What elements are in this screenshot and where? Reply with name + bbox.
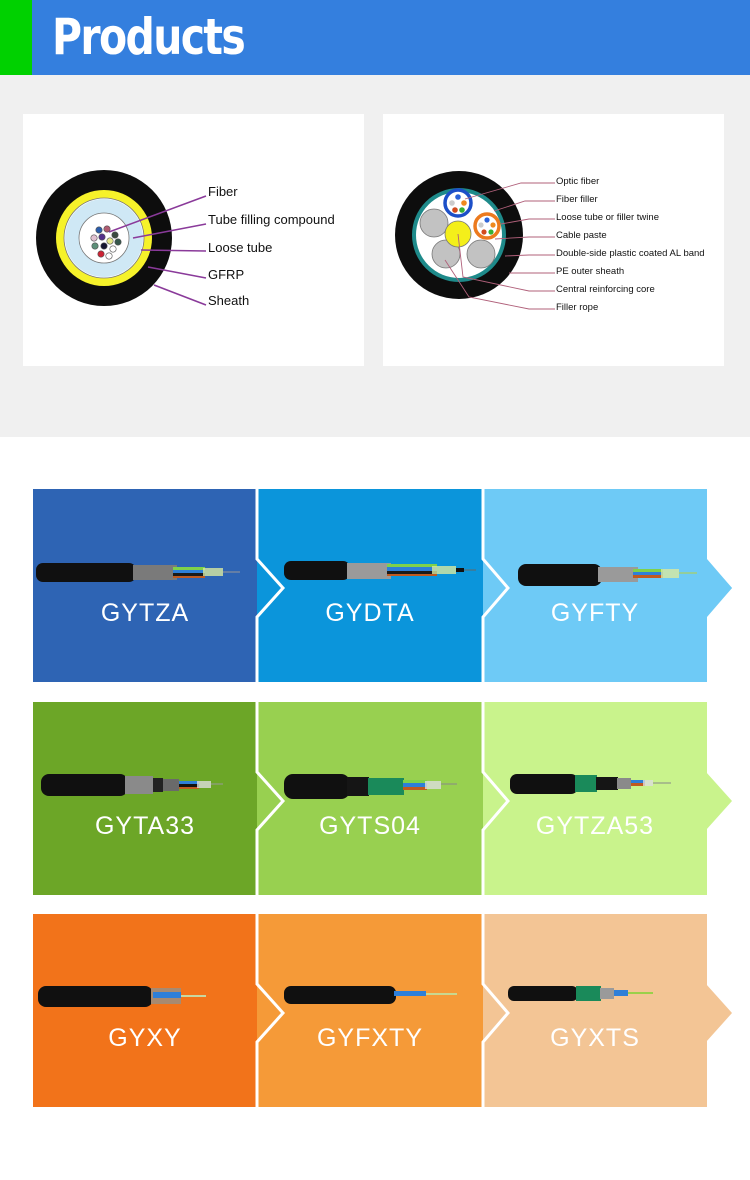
cable-cross-section-diagram: Optic fiber Fiber filler Loose tube or f… [395, 171, 705, 313]
product-label: GYTZA [100, 599, 190, 627]
product-row-orange: GYXY GYFXTY GYXTS [0, 914, 750, 1107]
header-accent-bar [0, 0, 32, 75]
diagram-label: PE outer sheath [556, 266, 624, 277]
product-tile-gyfxty[interactable]: GYFXTY [257, 914, 483, 1107]
product-row-green: GYTA33 GYTS04 GYTZA53 [0, 702, 750, 895]
diagram-label: Loose tube [208, 240, 272, 255]
page-header: Products [0, 0, 750, 75]
diagram-label: Tube filling compound [208, 212, 335, 227]
product-tile-gyfty[interactable]: GYFTY [483, 489, 707, 682]
product-label: GYXY [108, 1024, 182, 1052]
product-tile-gytza[interactable]: GYTZA [33, 489, 257, 682]
cable-image [284, 561, 476, 580]
product-tile-gyxy[interactable]: GYXY [33, 914, 257, 1107]
product-label: GYFXTY [316, 1024, 423, 1052]
cable-image [508, 986, 653, 1001]
cable-image [510, 774, 671, 794]
product-label: GYXTS [550, 1024, 640, 1052]
product-row-blue: GYTZA GYDTA GYFTY [0, 489, 750, 682]
cable-image [38, 986, 206, 1007]
chevron-arrow-dividers [255, 702, 732, 895]
cable-image [518, 564, 697, 586]
page-title: Products [52, 8, 246, 66]
product-label: GYFTY [550, 599, 640, 627]
diagram-label: Sheath [208, 293, 249, 308]
product-label: GYTA33 [94, 812, 196, 840]
cable-image [284, 774, 457, 799]
diagram-label: Filler rope [556, 302, 598, 313]
cable-image [36, 563, 240, 582]
chevron-arrow-dividers [255, 489, 732, 682]
cable-image [41, 774, 223, 796]
diagram-label: GFRP [208, 267, 244, 282]
product-tile-gyts04[interactable]: GYTS04 [257, 702, 483, 895]
diagram-label: Optic fiber [556, 176, 599, 187]
diagram-card-stranded-tube: Optic fiber Fiber filler Loose tube or f… [383, 114, 724, 366]
product-tile-gyta33[interactable]: GYTA33 [33, 702, 257, 895]
product-label: GYTS04 [319, 812, 421, 840]
diagram-label: Fiber filler [556, 194, 598, 205]
diagram-label: Fiber [208, 184, 238, 199]
cable-image [284, 986, 457, 1004]
diagram-label: Cable paste [556, 230, 607, 241]
cable-cross-section-diagram: Fiber Tube filling compound Loose tube G… [36, 170, 335, 308]
chevron-arrow-dividers [255, 914, 732, 1107]
diagram-card-central-tube: Fiber Tube filling compound Loose tube G… [23, 114, 364, 366]
diagram-label: Double-side plastic coated AL band [556, 248, 705, 259]
product-tile-gyxts[interactable]: GYXTS [483, 914, 707, 1107]
diagram-label: Central reinforcing core [556, 284, 655, 295]
diagram-label: Loose tube or filler twine [556, 212, 659, 223]
product-label: GYDTA [325, 599, 415, 627]
product-label: GYTZA53 [535, 812, 655, 840]
product-tile-gydta[interactable]: GYDTA [257, 489, 483, 682]
product-tile-gytza53[interactable]: GYTZA53 [483, 702, 707, 895]
